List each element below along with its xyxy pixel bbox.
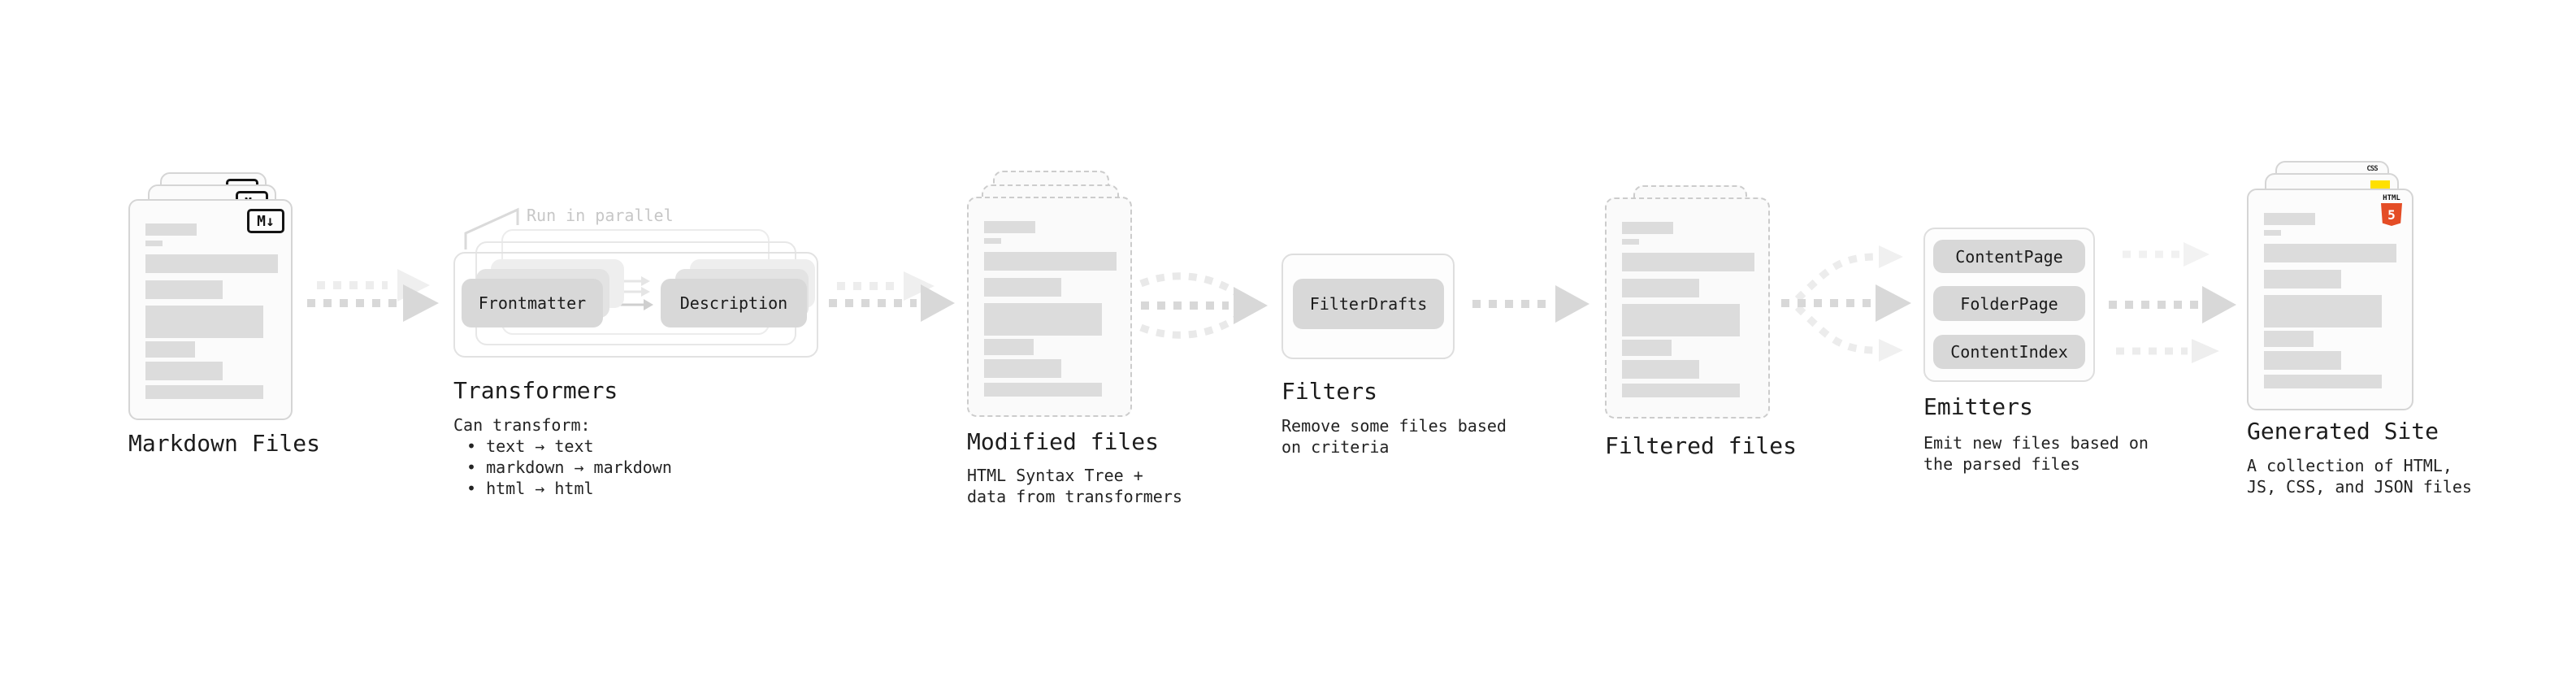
text-line-placeholder [145, 241, 163, 246]
arrow-markdown-to-transformers [307, 269, 439, 322]
text-line-placeholder [984, 238, 1001, 244]
text-line-placeholder [145, 306, 263, 338]
text-line-placeholder [1622, 360, 1699, 379]
text-line-placeholder [2264, 375, 2382, 388]
filters-panel: FilterDrafts [1281, 254, 1455, 359]
transform-bullet-list: • text → text • markdown → markdown • ht… [453, 436, 672, 499]
html5-logo-label: HTML [2383, 194, 2400, 202]
stage-title-transformers: Transformers [453, 377, 618, 404]
caption-line: the parsed files [1923, 454, 2080, 474]
emitters-caption: Emit new files based on the parsed files [1923, 432, 2149, 475]
stage-title-filters: Filters [1281, 378, 1378, 405]
text-line-placeholder [984, 339, 1034, 355]
arrow-frontmatter-to-description [612, 276, 653, 310]
transformer-group-front [453, 252, 818, 358]
caption-line: Can transform: [453, 415, 591, 435]
arrow-transformers-to-modified [829, 271, 955, 322]
bullet-item: • text → text [466, 436, 594, 456]
transformers-caption: Can transform: • text → text • markdown … [453, 414, 672, 499]
text-line-placeholder [145, 341, 195, 358]
content-page-pill: ContentPage [1933, 240, 2085, 273]
text-line-placeholder [984, 303, 1102, 336]
caption-line: Emit new files based on [1923, 433, 2149, 453]
text-line-placeholder [1622, 304, 1740, 336]
arrow-emitters-to-generated [2109, 242, 2236, 363]
js-badge [2370, 180, 2390, 189]
stage-title-markdown-files: Markdown Files [128, 430, 321, 457]
html5-logo: HTML 5 [2381, 194, 2402, 226]
text-line-placeholder [2264, 244, 2396, 262]
text-line-placeholder [1622, 279, 1699, 297]
run-in-parallel-callout: Run in parallel [527, 206, 674, 225]
filtered-file-card-front [1605, 197, 1770, 419]
text-line-placeholder [2264, 230, 2281, 236]
text-line-placeholder [984, 252, 1117, 271]
text-line-placeholder [2264, 331, 2314, 347]
arrow-modified-to-filters [1139, 272, 1268, 339]
text-line-placeholder [1622, 340, 1672, 356]
text-line-placeholder [145, 385, 263, 399]
caption-line: on criteria [1281, 437, 1390, 457]
text-line-placeholder [1622, 253, 1754, 271]
bullet-item: • html → html [466, 479, 594, 498]
css-badge-label: CSS [2366, 165, 2378, 173]
emitters-panel: ContentPage FolderPage ContentIndex [1923, 228, 2095, 382]
text-line-placeholder [984, 359, 1061, 378]
text-line-placeholder [984, 383, 1102, 397]
text-line-placeholder [1622, 384, 1740, 397]
modified-file-card-front [967, 197, 1132, 417]
description-pill: Description [661, 279, 807, 327]
caption-line: JS, CSS, and JSON files [2247, 477, 2472, 497]
stage-title-filtered-files: Filtered files [1605, 432, 1798, 459]
text-line-placeholder [2264, 295, 2382, 327]
generated-site-caption: A collection of HTML, JS, CSS, and JSON … [2247, 455, 2472, 497]
markdown-icon: M↓ [247, 209, 284, 233]
filters-caption: Remove some files based on criteria [1281, 415, 1507, 458]
arrow-filters-to-filtered [1472, 285, 1589, 323]
caption-line: HTML Syntax Tree + [967, 466, 1143, 485]
arrow-filtered-to-emitters [1781, 245, 1911, 362]
text-line-placeholder [1622, 222, 1673, 234]
text-line-placeholder [2264, 270, 2341, 288]
stage-title-generated-site: Generated Site [2247, 418, 2439, 445]
stage-title-modified-files: Modified files [967, 428, 1160, 455]
text-line-placeholder [145, 280, 223, 299]
caption-line: A collection of HTML, [2247, 456, 2452, 475]
generated-file-card-html: HTML 5 [2247, 189, 2413, 410]
stage-title-emitters: Emitters [1923, 393, 2033, 420]
text-line-placeholder [145, 254, 278, 273]
callout-line [464, 207, 519, 249]
text-line-placeholder [984, 221, 1035, 233]
text-line-placeholder [145, 223, 197, 236]
text-line-placeholder [984, 278, 1061, 297]
text-line-placeholder [2264, 351, 2341, 370]
frontmatter-pill: Frontmatter [462, 279, 603, 327]
bullet-item: • markdown → markdown [466, 458, 672, 477]
text-line-placeholder [1622, 239, 1639, 245]
text-line-placeholder [145, 362, 223, 380]
content-index-pill: ContentIndex [1933, 335, 2085, 369]
caption-line: data from transformers [967, 487, 1182, 506]
caption-line: Remove some files based [1281, 416, 1507, 436]
html5-shield-icon: 5 [2381, 203, 2402, 226]
filter-drafts-pill: FilterDrafts [1293, 279, 1444, 329]
markdown-file-card-front: M↓ [128, 199, 293, 420]
folder-page-pill: FolderPage [1933, 286, 2085, 321]
text-line-placeholder [2264, 213, 2315, 225]
modified-files-caption: HTML Syntax Tree + data from transformer… [967, 465, 1182, 507]
